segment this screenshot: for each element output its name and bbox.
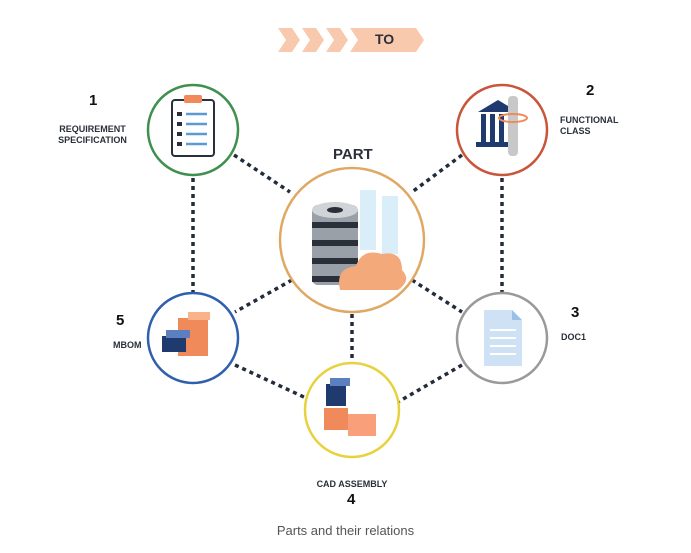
clipboard-icon <box>171 95 215 157</box>
node-number-1: 1 <box>89 92 98 109</box>
mbom-blocks-icon <box>162 312 210 356</box>
banner-label: TO <box>375 31 395 47</box>
node-number-5: 5 <box>116 312 125 329</box>
node-number-3: 3 <box>571 304 580 321</box>
node-number-4: 4 <box>347 491 356 508</box>
center-title: PART <box>333 146 373 163</box>
diagram-caption: Parts and their relations <box>276 523 415 538</box>
node-number-2: 2 <box>586 82 595 99</box>
database-cloud-icon <box>312 190 407 290</box>
banner-arrows <box>278 28 424 52</box>
building-class-icon <box>476 96 528 156</box>
node-label-cad-assembly: CAD ASSEMBLY <box>316 479 388 489</box>
node-label-mbom: MBOM <box>113 340 142 350</box>
connectors <box>191 153 504 404</box>
document-icon <box>484 310 522 366</box>
node-label-doc1: DOC1 <box>561 332 587 342</box>
cad-cubes-icon <box>324 378 376 436</box>
